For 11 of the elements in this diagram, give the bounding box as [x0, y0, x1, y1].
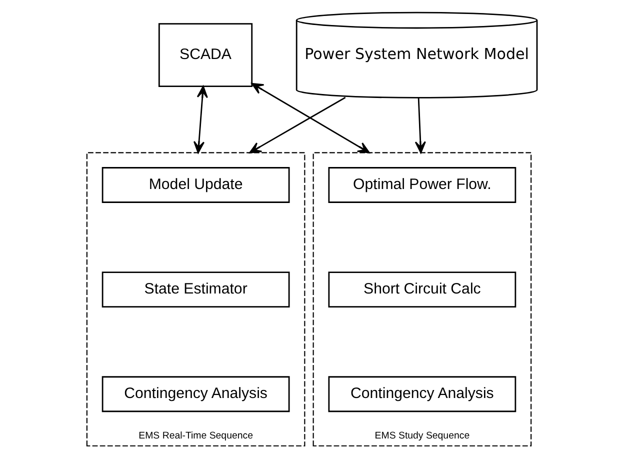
- arrow: [250, 82, 370, 154]
- node-box: Model Update: [101, 167, 290, 203]
- node-box: Optimal Power Flow.: [328, 167, 516, 203]
- arrow: [248, 96, 346, 154]
- node-box: Short Circuit Calc: [328, 272, 516, 308]
- arrow: [192, 86, 208, 154]
- node-box: Contingency Analysis: [328, 376, 516, 412]
- node-box: SCADA: [158, 23, 252, 88]
- node-box: State Estimator: [101, 272, 290, 308]
- node-box: Contingency Analysis: [101, 376, 290, 412]
- arrow: [414, 98, 426, 154]
